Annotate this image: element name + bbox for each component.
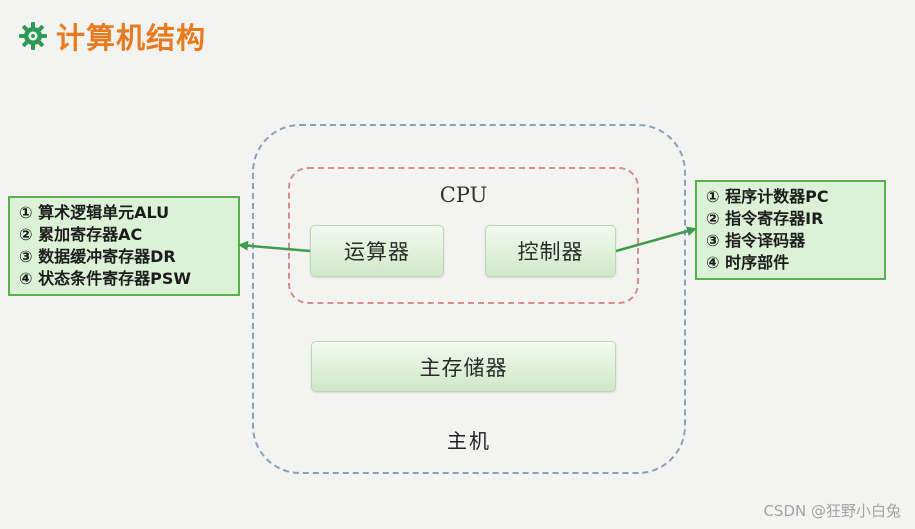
page-title: 计算机结构 — [56, 21, 207, 55]
control-arrow — [615, 226, 697, 253]
main-memory-block: 主存储器 — [311, 341, 616, 392]
list-item: ① 程序计数器PC — [706, 187, 829, 206]
list-item: ② 指令寄存器IR — [706, 209, 824, 228]
list-item: ④ 时序部件 — [706, 253, 790, 272]
slide-title-row: 计算机结构 — [18, 14, 206, 58]
host-boundary — [252, 124, 686, 474]
control-components-list: ① 程序计数器PC ② 指令寄存器IR ③ 指令译码器 ④ 时序部件 — [695, 180, 886, 280]
watermark: CSDN @狂野小白兔 — [763, 502, 901, 520]
alu-components-list: ① 算术逻辑单元ALU ② 累加寄存器AC ③ 数据缓冲寄存器DR ④ 状态条件… — [8, 196, 240, 296]
host-label: 主机 — [447, 429, 491, 453]
control-unit-block: 控制器 — [485, 225, 616, 277]
list-item: ③ 指令译码器 — [706, 231, 806, 250]
cpu-boundary — [288, 167, 639, 304]
cpu-label: CPU — [439, 183, 488, 207]
list-item: ④ 状态条件寄存器PSW — [19, 269, 192, 288]
list-item: ② 累加寄存器AC — [19, 225, 143, 244]
alu-block: 运算器 — [310, 225, 444, 277]
alu-arrow — [238, 240, 311, 253]
list-item: ③ 数据缓冲寄存器DR — [19, 247, 176, 266]
green-gear-icon — [19, 22, 47, 50]
list-item: ① 算术逻辑单元ALU — [19, 203, 170, 222]
